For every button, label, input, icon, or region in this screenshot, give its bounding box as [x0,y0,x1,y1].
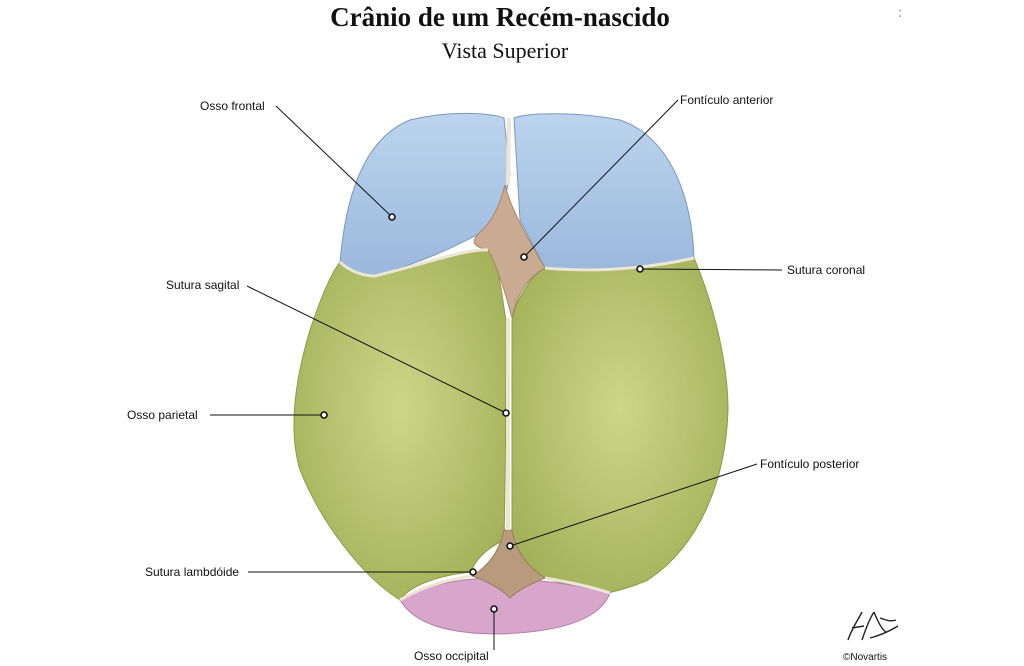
marker-fonticulo-anterior [520,253,528,261]
label-sutura-sagital: Sutura sagital [166,278,240,292]
sagittal-suture-line [506,117,511,530]
label-fonticulo-posterior: Fontículo posterior [760,457,860,471]
page-subtitle: Vista Superior [441,38,569,63]
parietal-bone-left [293,248,507,601]
label-sutura-lambdoide: Sutura lambdóide [145,565,240,579]
posterior-fontanelle [470,529,547,599]
anterior-fontanelle [473,184,546,319]
copyright-credit: ©Novartis [843,652,888,663]
marker-sutura-lambdoide [469,568,477,576]
marker-fonticulo-posterior [506,542,514,550]
leader-osso-frontal [275,105,393,218]
label-osso-parietal: Osso parietal [127,408,198,422]
marker-osso-frontal [388,213,396,221]
leader-fonticulo-posterior [509,463,758,547]
coronal-suture-line [338,248,695,278]
page-title: Crânio de um Recém-nascido [330,2,670,32]
netter-signature [847,611,899,641]
label-osso-occipital: Osso occipital [414,649,489,663]
leader-sutura-coronal [639,268,783,271]
leader-sutura-sagital [246,285,507,414]
marker-osso-occipital [490,605,498,613]
label-osso-frontal: Osso frontal [200,99,265,113]
parietal-bone-right [511,257,729,596]
label-fonticulo-anterior: Fontículo anterior [680,93,774,107]
stray-mark: : [898,4,903,21]
marker-sutura-coronal [636,265,644,273]
lambdoid-suture-line [399,574,611,602]
label-sutura-coronal: Sutura coronal [787,263,866,277]
frontal-bone-right [513,113,695,272]
leader-fonticulo-anterior [523,99,679,258]
marker-osso-parietal [320,411,328,419]
marker-sutura-sagital [502,409,510,417]
